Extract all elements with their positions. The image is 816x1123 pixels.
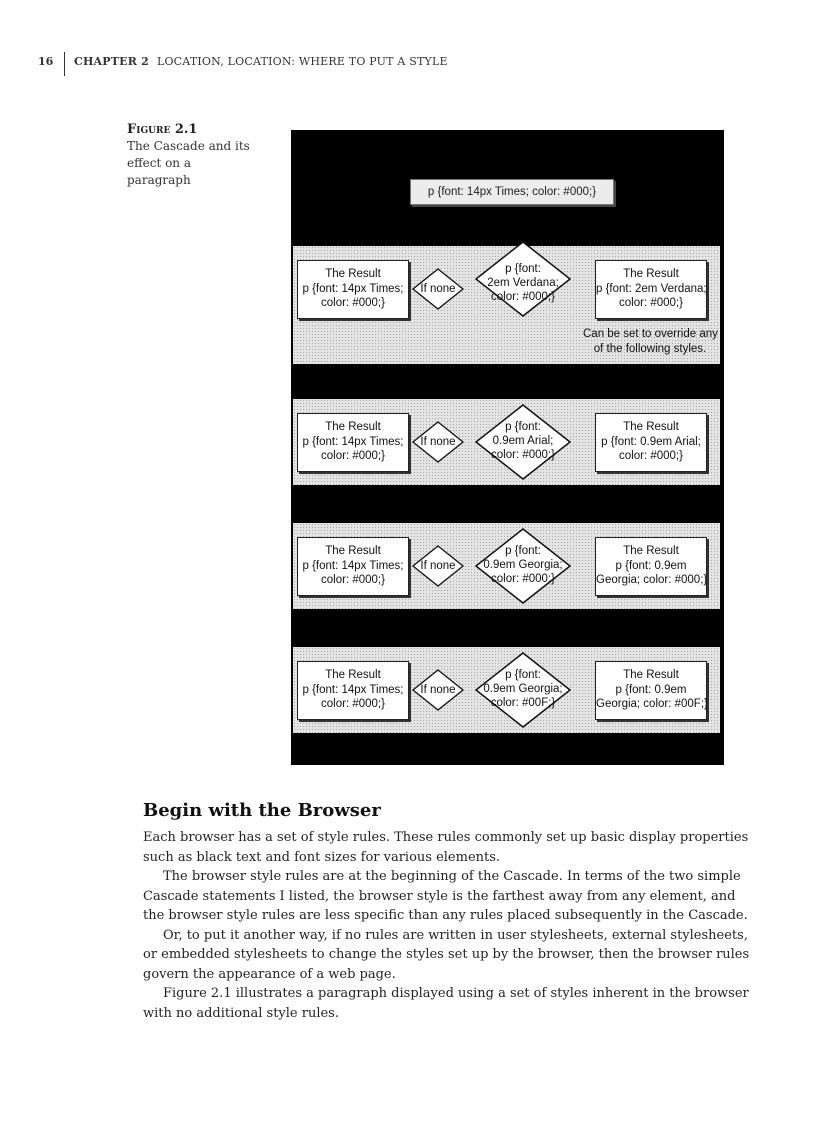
rule-diamond-text: p {font: 0.9em Georgia; color: #000;} bbox=[483, 545, 563, 585]
section-heading: Begin with the Browser bbox=[143, 800, 381, 821]
result-rule: color: #000;} bbox=[619, 450, 683, 462]
result-title: The Result bbox=[325, 421, 381, 433]
figure-label: Figure 2.1 bbox=[127, 122, 198, 137]
result-left-box: The Result p {font: 14px Times; color: #… bbox=[297, 661, 409, 720]
result-rule: p {font: 14px Times; bbox=[302, 435, 404, 448]
rule-diamond bbox=[474, 652, 572, 728]
body-paragraph: The browser style rules are at the begin… bbox=[143, 869, 748, 923]
page-number: 16 bbox=[38, 55, 54, 68]
result-right-box: The Result p {font: 0.9em Arial; color: … bbox=[595, 413, 707, 472]
figure-caption: Figure 2.1 The Cascade and its effect on… bbox=[127, 121, 252, 189]
browser-rule-box: p {font: 14px Times; color: #000;} bbox=[410, 179, 614, 205]
figure-caption-text: The Cascade and its effect on a paragrap… bbox=[127, 139, 250, 187]
result-rule: Georgia; color: #00F;} bbox=[596, 698, 708, 710]
if-none-label: If none bbox=[420, 436, 456, 448]
override-note: Can be set to override any of the follow… bbox=[583, 328, 718, 355]
result-rule: p {font: 14px Times; bbox=[302, 683, 404, 696]
chapter-heading: CHAPTER 2 LOCATION, LOCATION: WHERE TO PU… bbox=[74, 55, 448, 68]
rule-diamond-text: p {font: 0.9em Arial; color: #000;} bbox=[491, 421, 555, 461]
rule-diamond bbox=[474, 528, 572, 604]
chapter-title: LOCATION, LOCATION: WHERE TO PUT A STYLE bbox=[156, 55, 448, 68]
cascade-band-3: The Result p {font: 14px Times; color: #… bbox=[293, 523, 720, 609]
if-none-diamond bbox=[411, 669, 465, 711]
result-right-box: The Result p {font: 2em Verdana; color: … bbox=[595, 260, 707, 319]
result-rule: color: #000;} bbox=[321, 450, 385, 462]
result-title: The Result bbox=[325, 545, 381, 557]
if-none-diamond bbox=[411, 268, 465, 310]
cascade-band-2: The Result p {font: 14px Times; color: #… bbox=[293, 399, 720, 485]
result-rule: color: #000;} bbox=[321, 698, 385, 710]
result-title: The Result bbox=[623, 421, 679, 433]
if-none-diamond bbox=[411, 545, 465, 587]
body-paragraph: Figure 2.1 illustrates a paragraph displ… bbox=[143, 986, 749, 1021]
rule-diamond bbox=[474, 404, 572, 480]
result-rule: Georgia; color: #000;} bbox=[596, 574, 708, 586]
result-right-box: The Result p {font: 0.9em Georgia; color… bbox=[595, 661, 708, 720]
result-title: The Result bbox=[325, 268, 381, 280]
result-left-box: The Result p {font: 14px Times; color: #… bbox=[297, 260, 409, 319]
result-rule: p {font: 14px Times; bbox=[302, 559, 404, 572]
if-none-diamond bbox=[411, 421, 465, 463]
result-rule: color: #000;} bbox=[321, 297, 385, 309]
result-rule: p {font: 0.9em Arial; bbox=[601, 435, 701, 448]
if-none-label: If none bbox=[420, 283, 456, 295]
result-left-box: The Result p {font: 14px Times; color: #… bbox=[297, 413, 409, 472]
result-title: The Result bbox=[623, 545, 679, 557]
result-title: The Result bbox=[325, 669, 381, 681]
result-rule: p {font: 0.9em bbox=[615, 683, 687, 696]
header-divider bbox=[64, 52, 65, 76]
cascade-figure: p {font: 14px Times; color: #000;} The R… bbox=[291, 130, 724, 765]
chapter-label: CHAPTER 2 bbox=[74, 55, 149, 68]
if-none-label: If none bbox=[420, 560, 456, 572]
result-rule: p {font: 2em Verdana; bbox=[596, 282, 707, 295]
result-right-box: The Result p {font: 0.9em Georgia; color… bbox=[595, 537, 707, 596]
result-title: The Result bbox=[623, 268, 679, 280]
rule-diamond bbox=[474, 241, 572, 317]
result-title: The Result bbox=[623, 669, 679, 681]
result-rule: color: #000;} bbox=[321, 574, 385, 586]
rule-diamond-text: p {font: 0.9em Georgia; color: #00F;} bbox=[483, 669, 563, 709]
result-rule: p {font: 14px Times; bbox=[302, 282, 404, 295]
result-left-box: The Result p {font: 14px Times; color: #… bbox=[297, 537, 409, 596]
cascade-band-1: The Result p {font: 14px Times; color: #… bbox=[293, 241, 720, 364]
section-body: Each browser has a set of style rules. T… bbox=[143, 828, 753, 1023]
result-rule: p {font: 0.9em bbox=[615, 559, 687, 572]
result-rule: color: #000;} bbox=[619, 297, 683, 309]
if-none-label: If none bbox=[420, 684, 456, 696]
rule-diamond-text: p {font: 2em Verdana; color: #000;} bbox=[487, 263, 559, 303]
cascade-band-4: The Result p {font: 14px Times; color: #… bbox=[293, 647, 720, 733]
body-paragraph: Each browser has a set of style rules. T… bbox=[143, 830, 749, 865]
body-paragraph: Or, to put it another way, if no rules a… bbox=[143, 927, 750, 982]
